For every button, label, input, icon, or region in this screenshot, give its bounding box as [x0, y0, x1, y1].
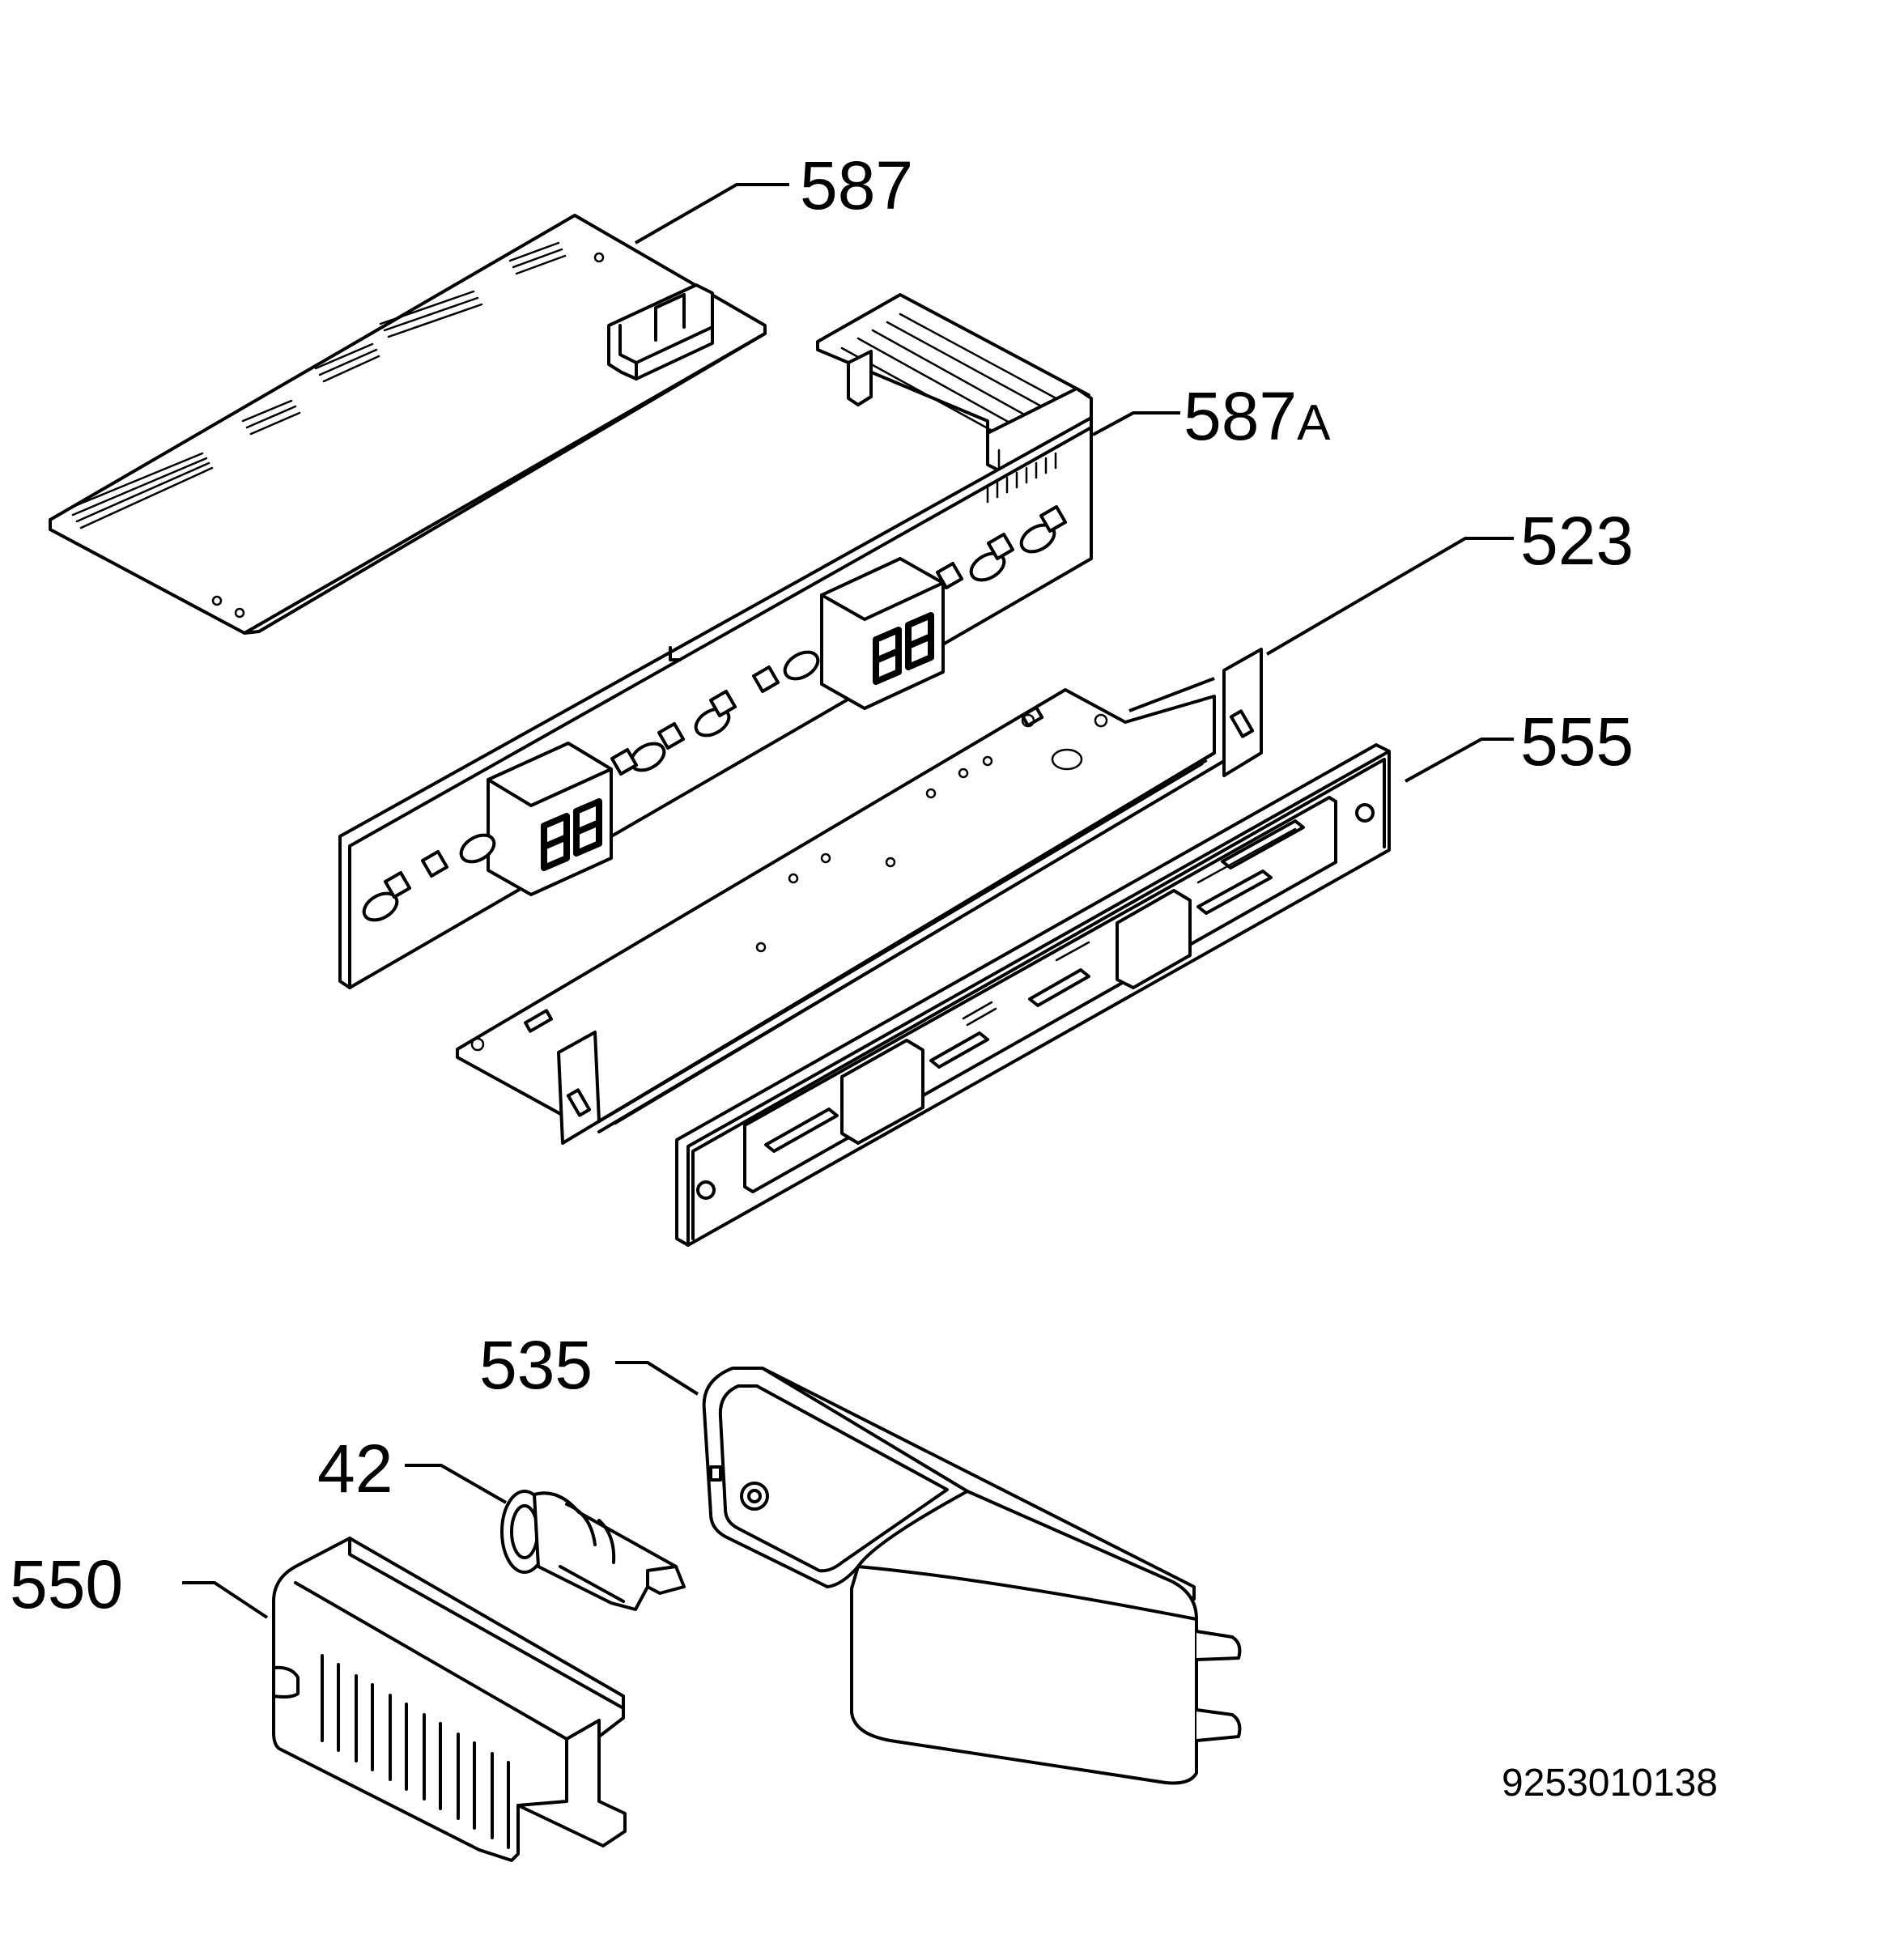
- leader-587a: [1092, 411, 1180, 436]
- display-board-icon: [338, 293, 1093, 989]
- leader-523-b: [1128, 677, 1215, 712]
- leader-587: [635, 183, 789, 244]
- leader-535: [615, 1361, 699, 1396]
- label-523: 523: [1520, 503, 1634, 579]
- label-550: 550: [10, 1546, 123, 1622]
- leader-550: [182, 1581, 269, 1619]
- front-panel-icon: [675, 743, 1391, 1247]
- leader-555: [1405, 738, 1514, 783]
- label-587a: 587A: [1184, 378, 1331, 454]
- label-587: 587: [800, 147, 913, 223]
- leader-42: [405, 1464, 507, 1504]
- lamp-holder-icon: [500, 1490, 686, 1611]
- housing-icon: [702, 1367, 1242, 1785]
- label-555: 555: [1520, 704, 1634, 780]
- leader-523: [1265, 537, 1514, 656]
- leader-lines: [182, 183, 1514, 1619]
- lamp-cover-icon: [272, 1537, 627, 1862]
- label-42: 42: [317, 1431, 393, 1507]
- bracket-icon: [456, 648, 1263, 1145]
- drawing-number: 9253010138: [1502, 1762, 1718, 1805]
- pcb-board-icon: [49, 214, 767, 635]
- label-535: 535: [479, 1327, 593, 1403]
